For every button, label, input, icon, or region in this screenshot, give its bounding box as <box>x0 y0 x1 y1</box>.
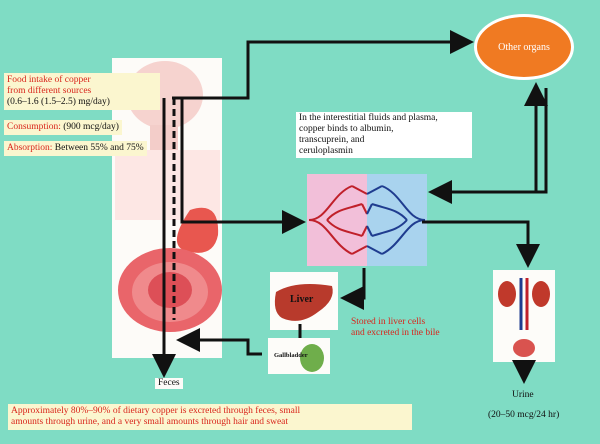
plasma-line4: ceruloplasmin <box>299 146 353 156</box>
consumption-note: Consumption: (900 mcg/day) <box>4 120 122 135</box>
arrow-to-other-organs <box>172 30 474 100</box>
arrow-to-circulation <box>180 98 306 234</box>
consumption-label: Consumption: <box>7 122 61 132</box>
liver-note: Stored in liver cells and excreted in th… <box>351 317 440 339</box>
feces-label: Feces <box>155 378 183 389</box>
plasma-line2: copper binds to albumin, <box>299 124 394 134</box>
absorption-note: Absorption: Between 55% and 75% <box>4 141 147 156</box>
urine-amount: (20–50 mcg/24 hr) <box>488 410 560 420</box>
stomach-shape <box>176 207 219 253</box>
footer-line2: amounts through urine, and a very small … <box>11 417 289 427</box>
plasma-line3: transcuprein, and <box>299 135 365 145</box>
arrow-to-kidney <box>422 220 540 268</box>
food-intake-line3: (0.6–1.6 (1.5–2.5) mg/day) <box>7 97 110 107</box>
food-intake-line1: Food intake of copper <box>7 75 91 85</box>
footer-line1: Approximately 80%–90% of dietary copper … <box>11 406 301 416</box>
consumption-value: (900 mcg/day) <box>60 122 119 132</box>
food-intake-note: Food intake of copper from different sou… <box>4 73 160 110</box>
circulation-network <box>307 174 427 266</box>
gallbladder-illustration <box>268 338 330 374</box>
liver-illustration <box>270 272 338 330</box>
arrow-bile-to-intestine <box>176 328 262 356</box>
other-organs-label: Other organs <box>498 41 550 53</box>
urine-label: Urine <box>512 390 534 400</box>
footer-note: Approximately 80%–90% of dietary copper … <box>8 404 412 430</box>
liver-note-line1: Stored in liver cells <box>351 317 426 327</box>
arrow-organs-to-circulation <box>428 88 548 204</box>
kidney-illustration <box>493 270 555 362</box>
gallbladder-label: Gallbladder <box>274 352 308 359</box>
plasma-note: In the interestitial fluids and plasma, … <box>296 112 472 158</box>
absorption-label: Absorption: <box>7 143 53 153</box>
plasma-line1: In the interestitial fluids and plasma, <box>299 113 438 123</box>
liver-note-line2: and excreted in the bile <box>351 328 440 338</box>
absorption-value: Between 55% and 75% <box>52 143 144 153</box>
food-intake-line2: from different sources <box>7 86 92 96</box>
other-organs-node: Other organs <box>474 14 574 80</box>
arrow-to-liver <box>340 268 366 310</box>
liver-label: Liver <box>290 294 314 305</box>
